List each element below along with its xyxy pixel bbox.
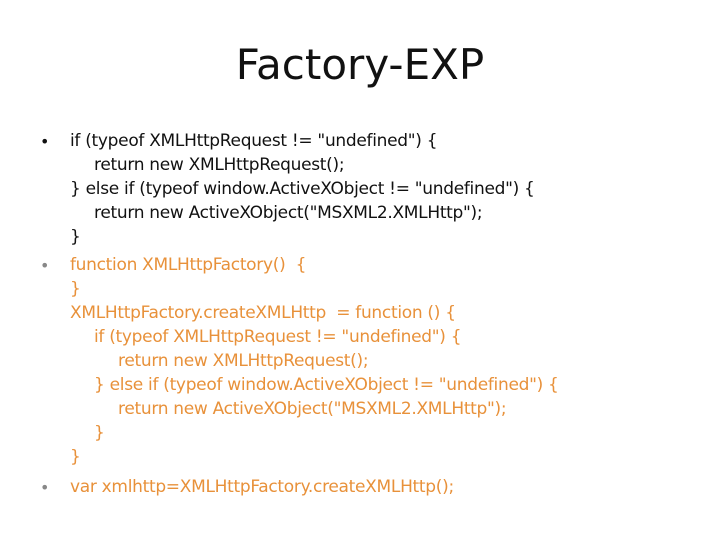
- code-line: function XMLHttpFactory() {: [70, 255, 307, 275]
- code-line: }: [70, 447, 81, 467]
- code-line: } else if (typeof window.ActiveXObject !…: [70, 179, 535, 199]
- code-line: if (typeof XMLHttpRequest != "undefined"…: [70, 131, 438, 151]
- code-line: XMLHttpFactory.createXMLHttp = function …: [70, 303, 456, 323]
- code-line: } else if (typeof window.ActiveXObject !…: [94, 375, 559, 395]
- code-line: if (typeof XMLHttpRequest != "undefined"…: [94, 327, 462, 347]
- bullet-marker: •: [40, 256, 50, 275]
- code-line: return new ActiveXObject("MSXML2.XMLHttp…: [94, 203, 483, 223]
- code-line: return new ActiveXObject("MSXML2.XMLHttp…: [118, 399, 507, 419]
- code-line: }: [70, 279, 81, 299]
- code-line: return new XMLHttpRequest();: [118, 351, 369, 371]
- bullet-marker: •: [40, 132, 50, 151]
- bullet-marker: •: [40, 478, 50, 497]
- code-line: }: [70, 227, 81, 247]
- code-line: var xmlhttp=XMLHttpFactory.createXMLHttp…: [70, 477, 454, 497]
- slide-title: Factory-EXP: [235, 40, 485, 89]
- code-line: }: [94, 423, 105, 443]
- code-line: return new XMLHttpRequest();: [94, 155, 345, 175]
